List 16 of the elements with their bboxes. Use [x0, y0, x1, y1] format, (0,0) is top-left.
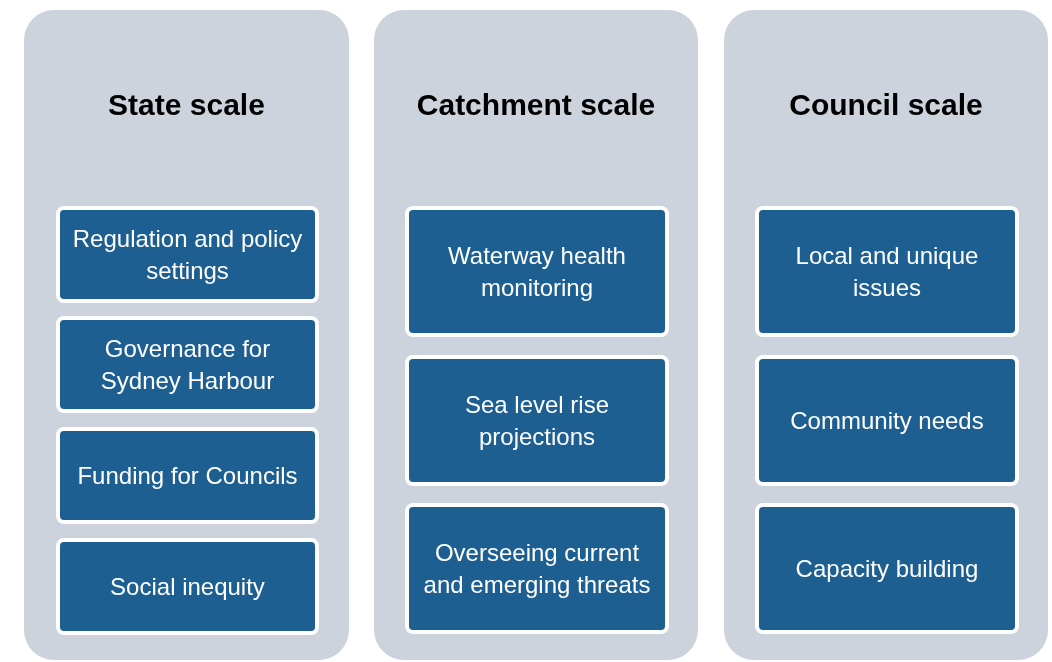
topic-box: Community needs: [755, 355, 1019, 486]
topic-box: Local and unique issues: [755, 206, 1019, 337]
topic-box: Regulation and policy settings: [56, 206, 319, 303]
topic-box: Funding for Councils: [56, 427, 319, 524]
panel-title: Catchment scale: [415, 88, 657, 122]
topic-box: Sea level rise projections: [405, 355, 669, 486]
topic-box: Social inequity: [56, 538, 319, 635]
panel-title: State scale: [107, 88, 266, 122]
scale-panel: [724, 10, 1048, 660]
topic-box: Waterway health monitoring: [405, 206, 669, 337]
topic-box: Capacity building: [755, 503, 1019, 634]
panel-title: Council scale: [788, 88, 984, 122]
scale-panel: [24, 10, 349, 660]
topic-box: Governance for Sydney Harbour: [56, 316, 319, 413]
topic-box: Overseeing current and emerging threats: [405, 503, 669, 634]
scale-panel: [374, 10, 698, 660]
